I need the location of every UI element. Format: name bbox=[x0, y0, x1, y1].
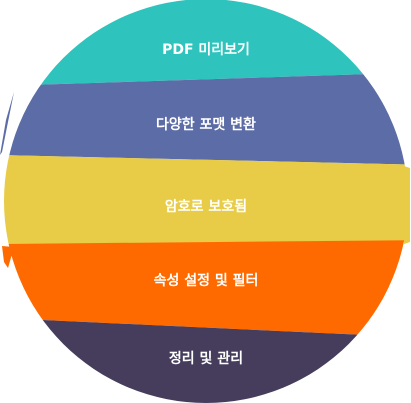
band-format-conversion bbox=[4, 72, 408, 165]
band-label-format-conversion: 다양한 포맷 변환 bbox=[156, 116, 256, 133]
band-label-password-protection: 암호로 보호됨 bbox=[165, 198, 247, 215]
band-property-filter-edge bbox=[2, 246, 14, 268]
band-password-protection-edge bbox=[404, 166, 410, 244]
band-format-conversion-edge bbox=[0, 92, 14, 155]
band-label-pdf-preview: PDF 미리보기 bbox=[162, 42, 250, 58]
band-password-protection bbox=[4, 155, 408, 252]
band-label-organize-manage: 정리 및 관리 bbox=[169, 350, 243, 367]
band-label-property-filter: 속성 설정 및 필터 bbox=[154, 272, 259, 289]
band-property-filter bbox=[4, 240, 408, 338]
